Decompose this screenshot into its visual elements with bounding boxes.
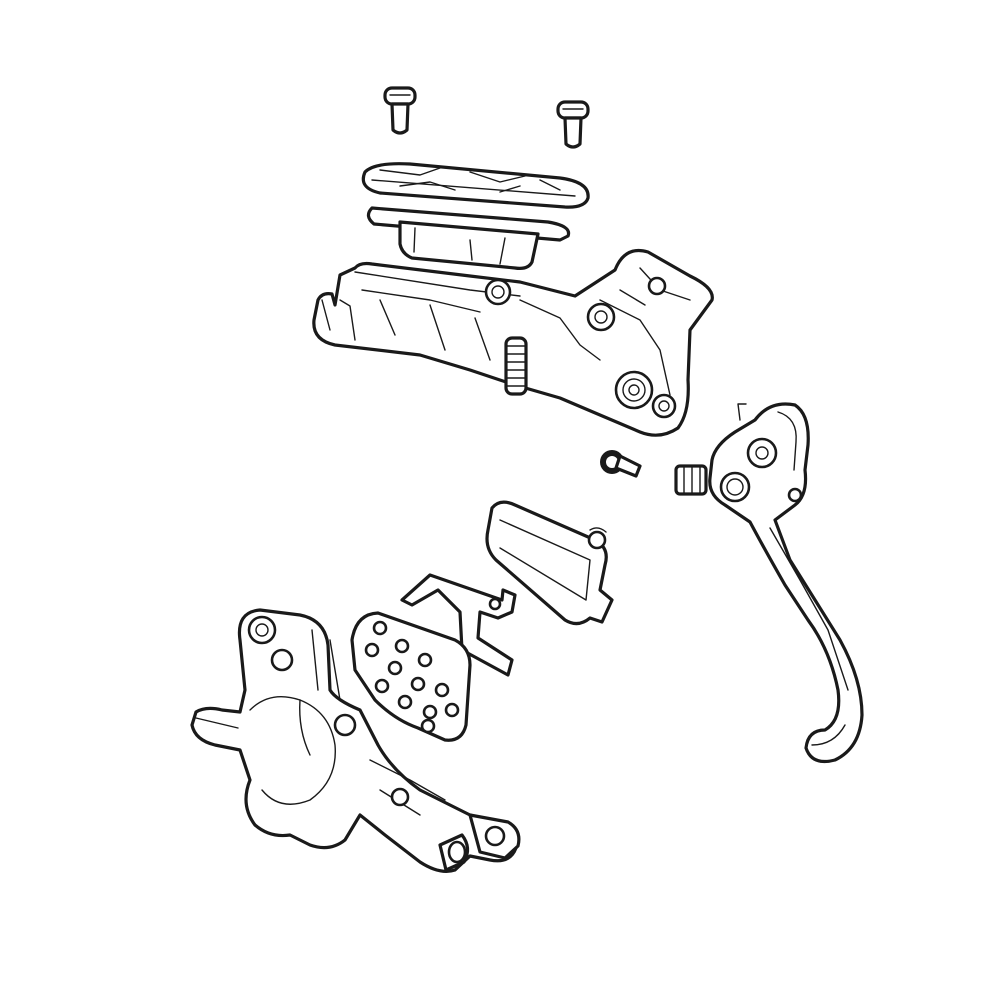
bolt-left <box>383 86 417 135</box>
pad-spring <box>400 573 517 677</box>
bolt-right <box>556 100 590 149</box>
brake-lever <box>674 402 864 764</box>
brake-pad-right <box>485 500 614 626</box>
brake-pad-left <box>350 611 472 742</box>
caliper <box>190 608 521 873</box>
master-cylinder-body <box>312 248 714 437</box>
pivot-screw <box>600 450 642 478</box>
diaphragm <box>366 206 571 270</box>
reservoir-cover <box>361 162 590 209</box>
